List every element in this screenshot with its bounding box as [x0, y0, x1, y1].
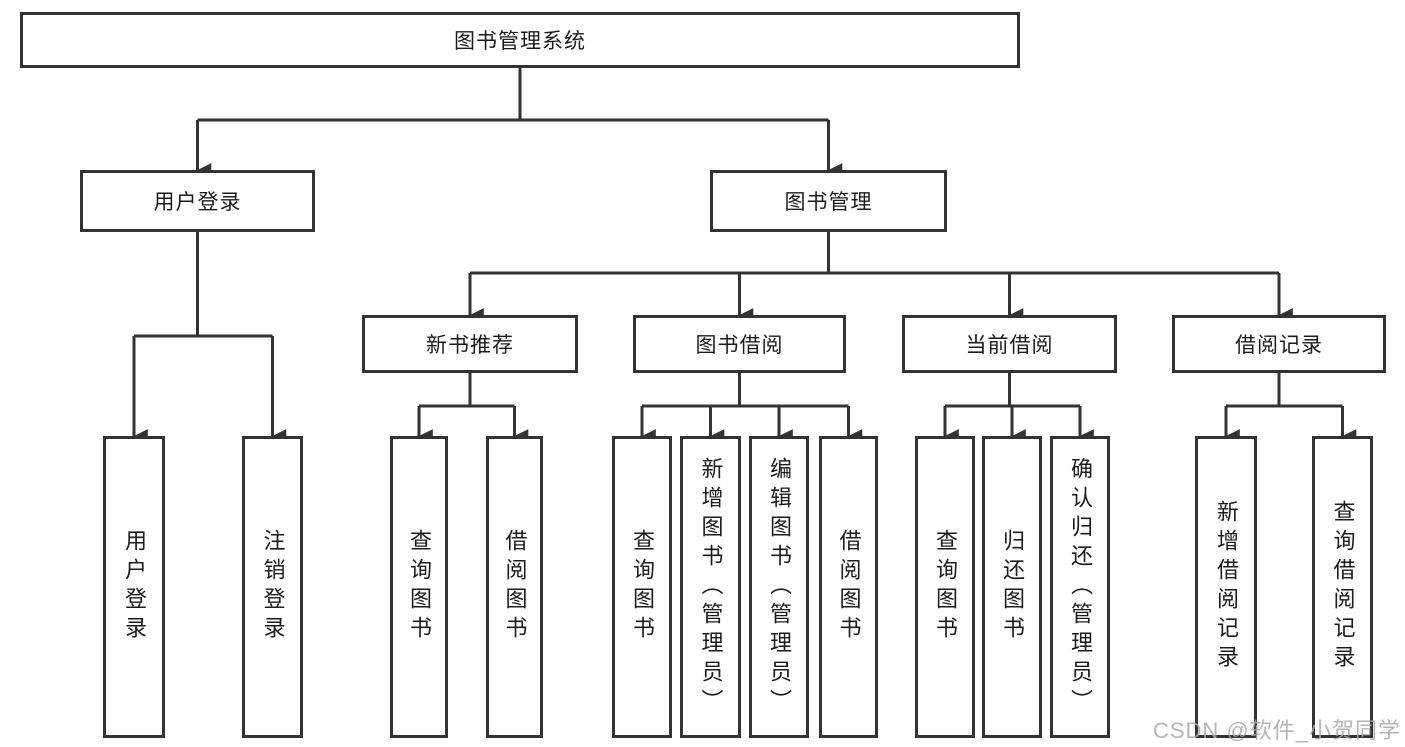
leaf-borrow-books-1: 借阅图书: [486, 436, 543, 738]
node-label: 用户登录: [122, 529, 147, 645]
leaf-edit-book-admin: 编辑图书（管理员）: [749, 436, 809, 738]
node-borrow-records: 借阅记录: [1172, 315, 1386, 373]
leaf-borrow-books-2: 借阅图书: [819, 436, 878, 738]
node-label: 确认归还（管理员）: [1068, 456, 1093, 718]
node-label: 借阅图书: [502, 529, 528, 645]
node-label: 归还图书: [1000, 529, 1025, 645]
node-user-login: 用户登录: [80, 170, 315, 232]
node-label: 当前借阅: [965, 334, 1054, 357]
node-label: 查询图书: [630, 529, 655, 645]
leaf-query-books-1: 查询图书: [390, 436, 448, 738]
leaf-user-login: 用户登录: [103, 436, 165, 738]
leaf-query-borrow-record: 查询借阅记录: [1312, 436, 1373, 738]
node-label: 图书借阅: [695, 334, 784, 357]
leaf-confirm-return-admin: 确认归还（管理员）: [1050, 436, 1110, 738]
node-label: 注销登录: [260, 529, 286, 645]
leaf-add-book-admin: 新增图书（管理员）: [680, 436, 741, 738]
node-label: 图书管理系统: [454, 30, 586, 53]
node-label: 查询图书: [933, 529, 958, 645]
node-label: 借阅记录: [1235, 334, 1323, 357]
node-label: 新增图书（管理员）: [698, 456, 724, 718]
node-root-system: 图书管理系统: [20, 12, 1020, 68]
leaf-logout: 注销登录: [242, 436, 303, 738]
leaf-add-borrow-record: 新增借阅记录: [1195, 436, 1257, 738]
leaf-return-book: 归还图书: [982, 436, 1042, 738]
node-label: 图书管理: [784, 191, 873, 214]
node-label: 编辑图书（管理员）: [767, 456, 792, 718]
node-label: 查询图书: [407, 529, 432, 645]
node-label: 查询借阅记录: [1330, 500, 1356, 674]
leaf-query-books-2: 查询图书: [612, 436, 672, 738]
leaf-query-books-3: 查询图书: [915, 436, 975, 738]
node-label: 新书推荐: [426, 334, 514, 357]
node-new-book-recommend: 新书推荐: [362, 315, 578, 373]
node-label: 新增借阅记录: [1214, 500, 1239, 674]
node-label: 用户登录: [153, 191, 242, 214]
node-book-borrow: 图书借阅: [633, 315, 846, 373]
watermark-text: CSDN @软件_小贺同学: [1152, 718, 1401, 743]
node-label: 借阅图书: [836, 529, 862, 645]
node-current-borrow: 当前借阅: [902, 315, 1117, 373]
node-book-management: 图书管理: [710, 170, 947, 232]
